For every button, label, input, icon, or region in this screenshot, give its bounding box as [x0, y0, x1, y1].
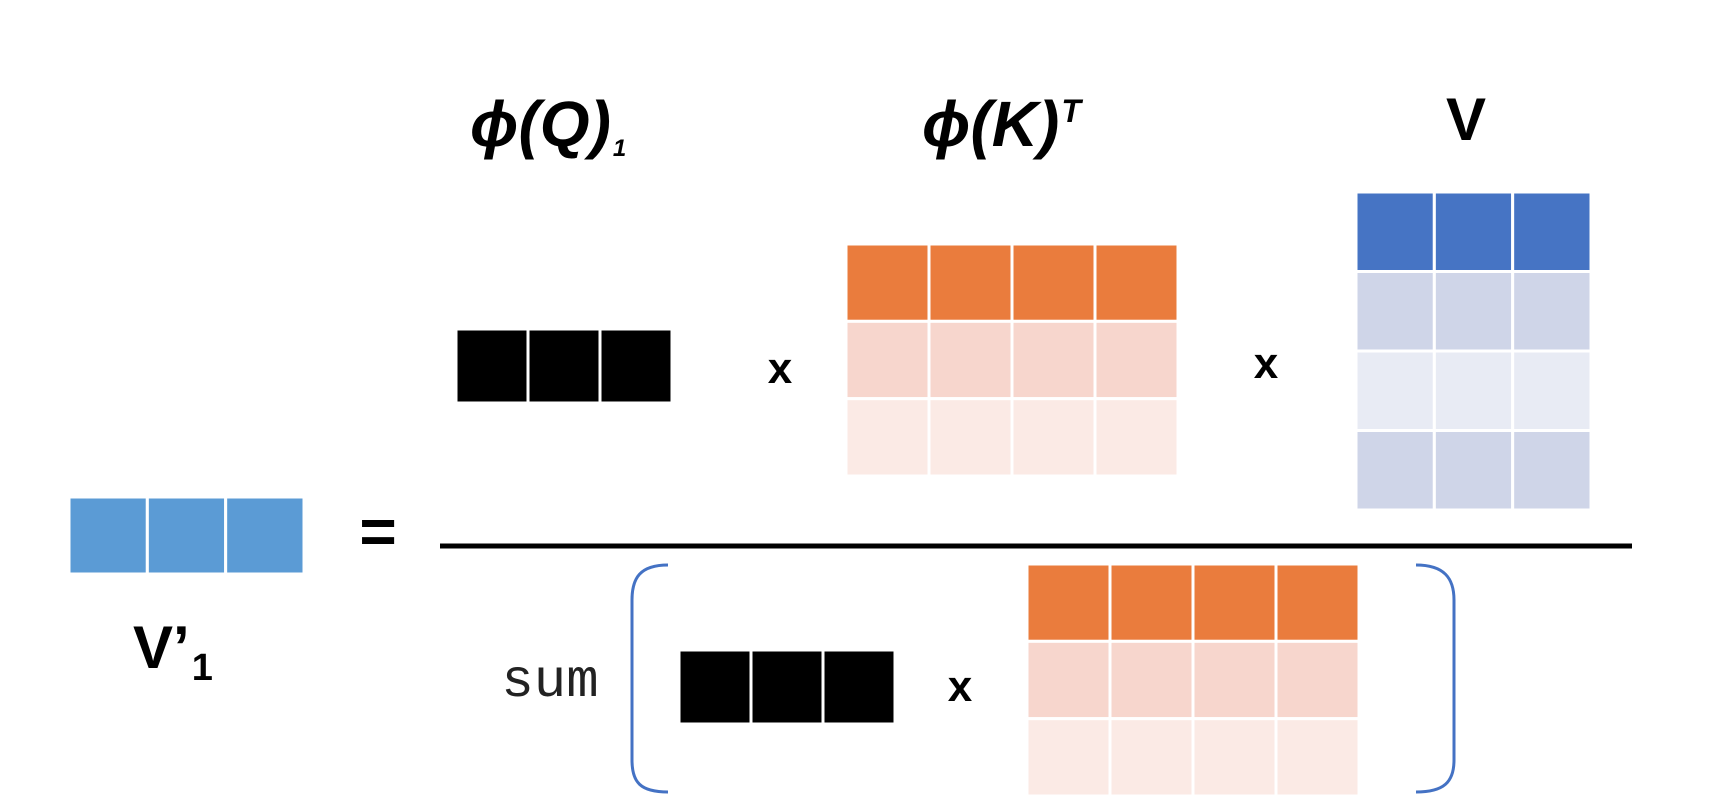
times-symbol: x [1254, 339, 1279, 388]
phi-k-transpose-matrix [844, 242, 1180, 478]
matrix-cell [844, 319, 931, 401]
v-matrix [1354, 190, 1593, 512]
matrix-cell [927, 319, 1014, 401]
v-label: V [1446, 86, 1486, 153]
v-prime-row-matrix [67, 495, 306, 576]
matrix-cell [454, 327, 530, 405]
matrix-cell [1274, 562, 1361, 643]
matrix-cell [1010, 319, 1097, 401]
matrix-cell [1511, 349, 1593, 432]
matrix-cell [1354, 270, 1436, 353]
matrix-cell [1010, 242, 1097, 323]
matrix-cell [1108, 639, 1195, 721]
matrix-cell [1274, 639, 1361, 721]
matrix-cell [844, 242, 931, 323]
matrix-cell [1093, 397, 1180, 478]
left-paren [630, 563, 669, 794]
matrix-cell [1025, 717, 1112, 798]
matrix-cell [1511, 190, 1593, 273]
matrix-cell [1108, 717, 1195, 798]
matrix-cell [1432, 270, 1515, 353]
matrix-cell [1354, 349, 1436, 432]
matrix-cell [1354, 190, 1436, 273]
matrix-cell [1432, 429, 1515, 512]
times-symbol: x [768, 344, 793, 393]
matrix-cell [927, 242, 1014, 323]
phi-k-transpose-matrix-denominator [1025, 562, 1361, 798]
matrix-cell [1354, 429, 1436, 512]
matrix-cell [821, 648, 897, 726]
matrix-cell [844, 397, 931, 478]
v-prime-label: V’1 [133, 614, 213, 689]
matrix-cell [1274, 717, 1361, 798]
times-symbol: x [948, 662, 973, 711]
matrix-cell [927, 397, 1014, 478]
phi-q-row-matrix-denominator [677, 648, 897, 726]
matrix-cell [1108, 562, 1195, 643]
matrix-cell [1191, 639, 1278, 721]
phi-q-row-matrix [454, 327, 674, 405]
matrix-cell [526, 327, 602, 405]
matrix-cell [1432, 349, 1515, 432]
right-paren [1415, 563, 1456, 794]
matrix-cell [1093, 242, 1180, 323]
matrix-cell [1010, 397, 1097, 478]
matrix-cell [1432, 190, 1515, 273]
matrix-cell [145, 495, 228, 576]
matrix-cell [1025, 562, 1112, 643]
matrix-cell [677, 648, 753, 726]
phi-k-transpose-label: ϕ(K)T [922, 88, 1083, 160]
matrix-cell [598, 327, 674, 405]
equals-sign: = [359, 495, 396, 567]
matrix-cell [1191, 717, 1278, 798]
matrix-cell [224, 495, 306, 576]
matrix-cell [67, 495, 149, 576]
matrix-cell [1093, 319, 1180, 401]
matrix-cell [1025, 639, 1112, 721]
sum-function-label: sum [501, 652, 598, 713]
matrix-cell [1511, 270, 1593, 353]
matrix-cell [1511, 429, 1593, 512]
matrix-cell [1191, 562, 1278, 643]
matrix-cell [749, 648, 825, 726]
phi-q-label: ϕ(Q)1 [470, 88, 626, 162]
